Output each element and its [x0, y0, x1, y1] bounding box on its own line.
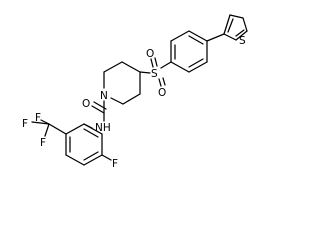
- bond: [83, 151, 99, 161]
- bond: [235, 30, 248, 41]
- atom-label-sulfonyl-o-top: O: [146, 48, 154, 60]
- bond: [110, 97, 124, 105]
- bond: [65, 123, 85, 135]
- bond: [154, 57, 158, 67]
- bond: [229, 14, 244, 19]
- phenyl-ring: [170, 30, 208, 73]
- bond: [188, 30, 208, 42]
- bond: [188, 61, 208, 73]
- thiophene-ring: [223, 14, 248, 41]
- bond: [83, 123, 103, 135]
- atom-label-ring-f: F: [112, 158, 118, 170]
- bond: [223, 33, 237, 41]
- bond: [91, 105, 105, 114]
- bond: [139, 71, 151, 74]
- bond: [223, 14, 231, 35]
- bond: [93, 101, 107, 110]
- bond: [160, 61, 172, 69]
- molecule-canvas: S S O O N O NH F F F F: [22, 14, 248, 170]
- atom-label-amide-nh: NH: [95, 122, 111, 134]
- bond: [103, 61, 123, 73]
- bond: [242, 17, 248, 32]
- bond: [235, 29, 245, 37]
- fluorophenyl-ring: [65, 123, 103, 166]
- bond: [206, 33, 225, 42]
- bond: [162, 77, 166, 86]
- bond: [31, 121, 50, 125]
- piperidine-ring: [103, 61, 141, 105]
- bond: [158, 78, 162, 87]
- bond: [188, 35, 204, 45]
- bond: [170, 30, 190, 42]
- bond: [65, 154, 85, 166]
- atom-label-cf3-f2: F: [22, 118, 28, 130]
- atom-label-sulfonyl-s: S: [151, 68, 158, 80]
- atom-label-carbonyl-o: O: [82, 98, 90, 110]
- bond: [48, 123, 67, 135]
- bond: [83, 128, 99, 138]
- atom-label-thiophene-s: S: [239, 35, 246, 47]
- atom-label-piperidine-n: N: [100, 90, 108, 102]
- bond: [83, 154, 103, 166]
- structure-drawing: S S O O N O NH F F F F: [22, 14, 248, 170]
- bond: [227, 18, 234, 33]
- bond: [170, 61, 190, 73]
- atom-label-cf3-f3: F: [40, 137, 46, 149]
- bond: [101, 154, 112, 161]
- atom-label-cf3-f1: F: [35, 112, 41, 124]
- bond: [150, 58, 154, 68]
- bond: [44, 123, 50, 137]
- atom-label-sulfonyl-o-bottom: O: [158, 87, 166, 99]
- bond: [188, 58, 204, 68]
- bond: [122, 93, 141, 105]
- bond: [121, 61, 141, 73]
